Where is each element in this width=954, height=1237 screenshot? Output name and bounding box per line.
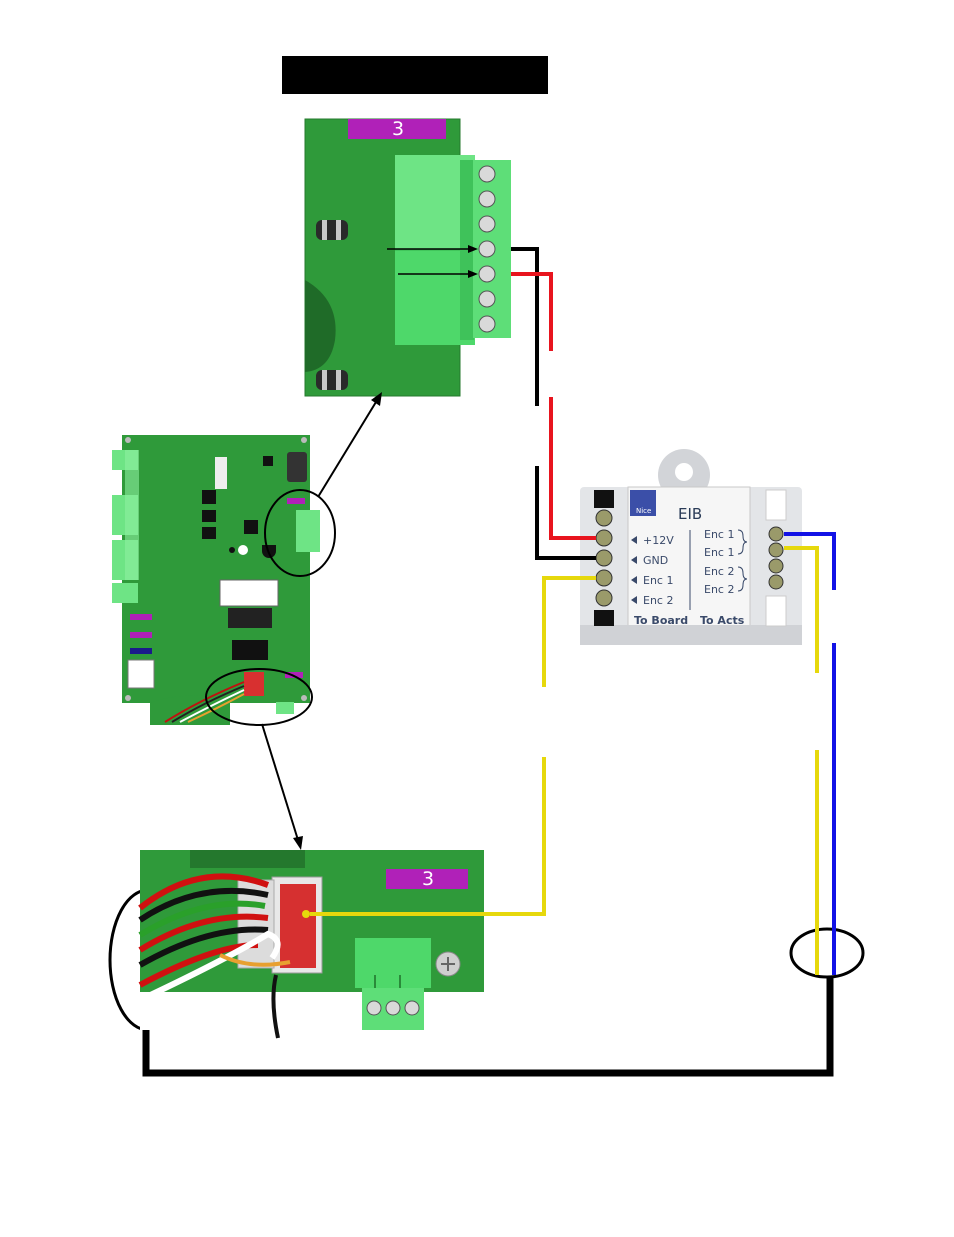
wire-blue-acts (784, 532, 836, 590)
board-tag-bottom (386, 869, 468, 889)
top-board-detail: 3 (304, 118, 511, 397)
eib-right-group-label: To Acts (700, 614, 745, 627)
terminal-block-bottom (355, 938, 431, 1030)
eib-title: EIB (678, 505, 702, 523)
wire-black-gnd (535, 466, 596, 560)
wire-black-gnd (511, 247, 539, 406)
wire-yellow-enc1 (310, 757, 546, 916)
component-resistor (316, 370, 348, 390)
wire-red-12v (511, 272, 553, 351)
eib-right-terminal-label: Enc 2 (704, 583, 734, 596)
cable-bottom-loop (142, 977, 834, 1077)
bottom-board-detail: 3 (138, 850, 484, 1039)
title-bar (282, 56, 548, 94)
board-tag-top (348, 119, 446, 139)
eib-right-terminal-label: Enc 2 (704, 565, 734, 578)
main-board-overview (112, 435, 320, 725)
eib-right-terminal-label: Enc 1 (704, 528, 734, 541)
eib-left-terminal-label: Enc 1 (643, 574, 673, 587)
callout-ellipse-top (264, 489, 336, 577)
terminal-block-top (395, 155, 511, 345)
eib-module: Nice EIB +12V GND Enc 1 Enc 2 To Board E… (580, 449, 802, 645)
wire-red-12v (549, 397, 596, 540)
component-resistor (316, 220, 348, 240)
eib-brand-text: Nice (636, 507, 651, 515)
eib-left-terminal-label: +12V (643, 534, 674, 547)
eib-left-terminal-label: Enc 2 (643, 594, 673, 607)
eib-right-terminal-label: Enc 1 (704, 546, 734, 559)
board-tag-bottom-label: 3 (422, 868, 434, 890)
eib-left-terminal-label: GND (643, 554, 668, 567)
wire-yellow-enc1 (542, 576, 596, 687)
board-tag-top-label: 3 (392, 118, 404, 140)
callout-ellipse-wires-right (789, 927, 865, 979)
callout-ellipse-bottom (205, 668, 313, 726)
wire-yellow-acts (784, 546, 819, 673)
eib-brand-logo (630, 490, 656, 516)
eib-left-group-label: To Board (634, 614, 688, 627)
